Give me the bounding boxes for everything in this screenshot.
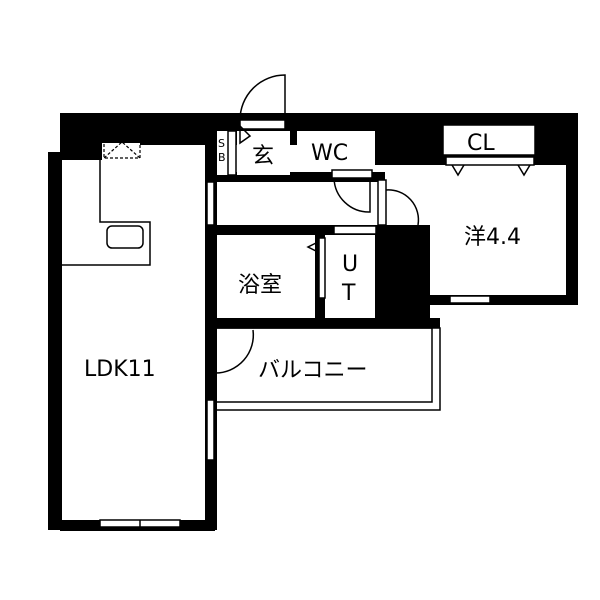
label-wc: WC — [311, 141, 348, 166]
hallway — [217, 182, 385, 225]
western-floor — [430, 165, 566, 295]
balcony — [214, 327, 441, 411]
vent-icon — [103, 125, 420, 273]
windows — [99, 119, 491, 528]
label-closet: CL — [467, 131, 495, 156]
label-shoebox-b: B — [218, 151, 226, 164]
bath-floor — [217, 235, 315, 318]
label-utility-t: T — [341, 281, 356, 306]
label-bath: 浴室 — [238, 273, 282, 298]
doors — [214, 74, 531, 374]
sink — [106, 225, 144, 249]
label-western: 洋4.4 — [464, 225, 521, 250]
wc-floor — [297, 131, 375, 172]
label-entrance: 玄 — [252, 144, 274, 169]
ut-floor — [325, 235, 375, 318]
label-utility-u: U — [342, 252, 358, 277]
label-ldk: LDK11 — [84, 357, 156, 382]
floors — [62, 124, 566, 520]
label-shoebox-s: S — [218, 137, 225, 150]
ldk-floor — [62, 160, 205, 520]
kitchen-counter — [62, 160, 151, 266]
label-balcony: バルコニー — [258, 358, 368, 383]
closet — [442, 124, 536, 156]
